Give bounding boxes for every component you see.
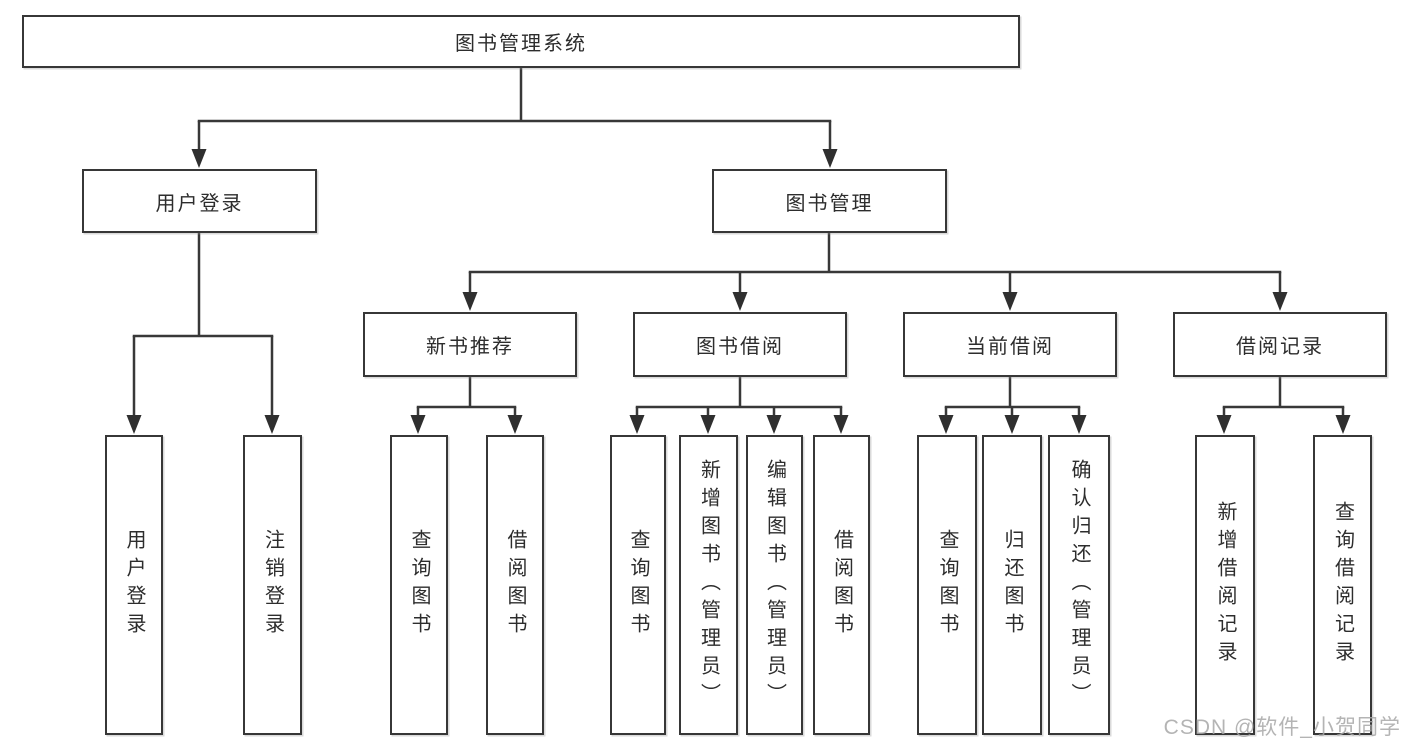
node-user-login: 用户登录 xyxy=(82,169,317,233)
leaf-add-books-admin: 新增图书（管理员） xyxy=(679,435,738,735)
leaf-query-books-recommend: 查询图书 xyxy=(390,435,448,735)
leaf-query-books-current: 查询图书 xyxy=(917,435,977,735)
leaf-query-books-borrow: 查询图书 xyxy=(610,435,666,735)
arrowheads xyxy=(126,149,1351,434)
node-new-book-recommend: 新书推荐 xyxy=(363,312,577,377)
leaf-return-books: 归还图书 xyxy=(982,435,1042,735)
leaf-edit-books-admin: 编辑图书（管理员） xyxy=(746,435,803,735)
leaf-borrow-books: 借阅图书 xyxy=(813,435,870,735)
node-book-management: 图书管理 xyxy=(712,169,947,233)
leaf-add-borrow-record: 新增借阅记录 xyxy=(1195,435,1255,735)
leaf-query-borrow-record: 查询借阅记录 xyxy=(1313,435,1372,735)
node-library-management-system: 图书管理系统 xyxy=(22,15,1020,68)
node-borrow-records: 借阅记录 xyxy=(1173,312,1387,377)
leaf-logout: 注销登录 xyxy=(243,435,302,735)
csdn-watermark: CSDN @软件_小贺同学 xyxy=(1163,716,1401,739)
leaf-user-login: 用户登录 xyxy=(105,435,163,735)
node-current-borrow: 当前借阅 xyxy=(903,312,1117,377)
node-book-borrow: 图书借阅 xyxy=(633,312,847,377)
leaf-confirm-return-admin: 确认归还（管理员） xyxy=(1048,435,1110,735)
leaf-borrow-books-recommend: 借阅图书 xyxy=(486,435,544,735)
